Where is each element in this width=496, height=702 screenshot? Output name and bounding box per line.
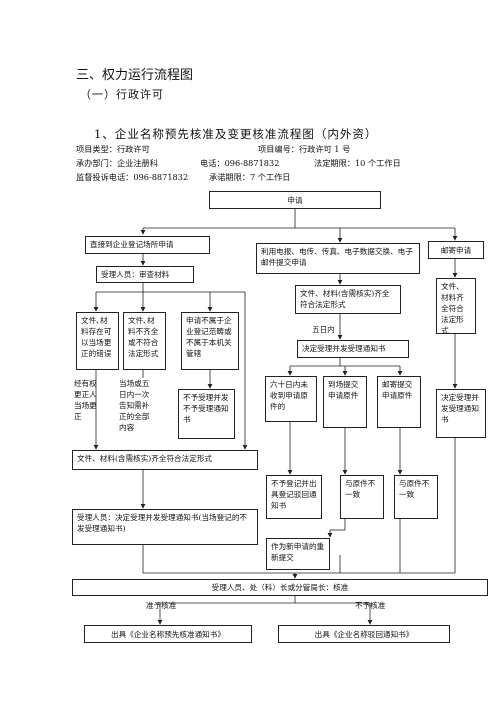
no-register-box: 不予登记并出具登记驳回通知书 [266, 475, 322, 519]
department: 承办部门：企业注册科 [76, 158, 158, 168]
correctable-box: 文件､材料存在可以当场更正的错误 [76, 312, 119, 370]
electronic-apply-box: 利用电报、电传、传真、电子数据交换、电子邮件提交申请 [256, 243, 420, 274]
accept-notice-box: 受理人员：决定受理并发受理通知书(当场登记的不发受理通知书) [72, 509, 258, 545]
decide-notice-mail-box: 决定受理并发受理通知书 [436, 389, 486, 438]
approve-notice-box: 出具《企业名称预先核准通知书》 [84, 625, 252, 643]
onsite-submit-box: 到场提交申请原件 [323, 376, 367, 428]
approve-box: 受理人员、处（科）长或分管局长：核准 [72, 579, 488, 596]
sixty-days-box: 六十日内未收到申请原件的 [265, 376, 317, 422]
materials-ok-mail-box: 文件、材料齐全符合法定形式 [436, 278, 476, 334]
materials-ok-electronic-box: 文件、材料(含需核实)齐全符合法定形式 [295, 285, 401, 314]
note-inform: 当场或五日内一次告知需补正的全部内容 [119, 379, 150, 432]
legal-period: 法定期限：10 个工作日 [314, 158, 401, 168]
materials-ok-direct-box: 文件、材料(含需核实)齐全符合法定形式 [72, 450, 258, 470]
apply-box: 申请 [209, 191, 381, 209]
chart-title: 1、企业名称预先核准及变更核准流程图（内外资） [94, 127, 378, 141]
section-heading: 三、权力运行流程图 [76, 68, 194, 83]
mismatch-box-2: 与原件不一致 [394, 475, 438, 519]
not-scope-box: 申请不属于企业登记范畴或不属于本机关管辖 [181, 312, 239, 370]
direct-apply-box: 直接到企业登记场所申请 [85, 236, 210, 254]
mail-apply-box: 邮寄申请 [428, 241, 484, 259]
reject-notice-box: 出具《企业名称驳回通知书》 [278, 625, 450, 643]
promise-period: 承诺期限：7 个工作日 [209, 172, 291, 182]
incomplete-box: 文件､材料不齐全或不符合法定形式 [123, 312, 166, 370]
approve-label: 准予核准 [146, 601, 177, 610]
no-accept-box: 不予受理并发不予受理通知书 [178, 389, 235, 439]
phone: 电话：096-8871832 [200, 158, 280, 168]
review-box: 受理人员：审查材料 [96, 266, 194, 283]
project-number: 项目编号：行政许可 1 号 [258, 144, 351, 154]
project-type: 项目类型：行政许可 [76, 144, 150, 154]
reject-label: 不予核准 [355, 601, 386, 610]
mail-submit-box: 邮寄提交申请原件 [377, 376, 421, 428]
decide-notice-electronic-box: 决定受理并发受理通知书 [297, 340, 409, 358]
five-days-label: 五日内 [312, 325, 335, 334]
new-apply-box: 作为新申请的重新提交 [266, 538, 330, 570]
note-correct: 经有权更正人当场更正 [74, 379, 97, 421]
subsection-heading: （一）行政许可 [80, 88, 164, 101]
complaint-phone: 监督投诉电话：096-8871832 [76, 172, 189, 182]
mismatch-box-1: 与原件不一致 [340, 475, 384, 519]
